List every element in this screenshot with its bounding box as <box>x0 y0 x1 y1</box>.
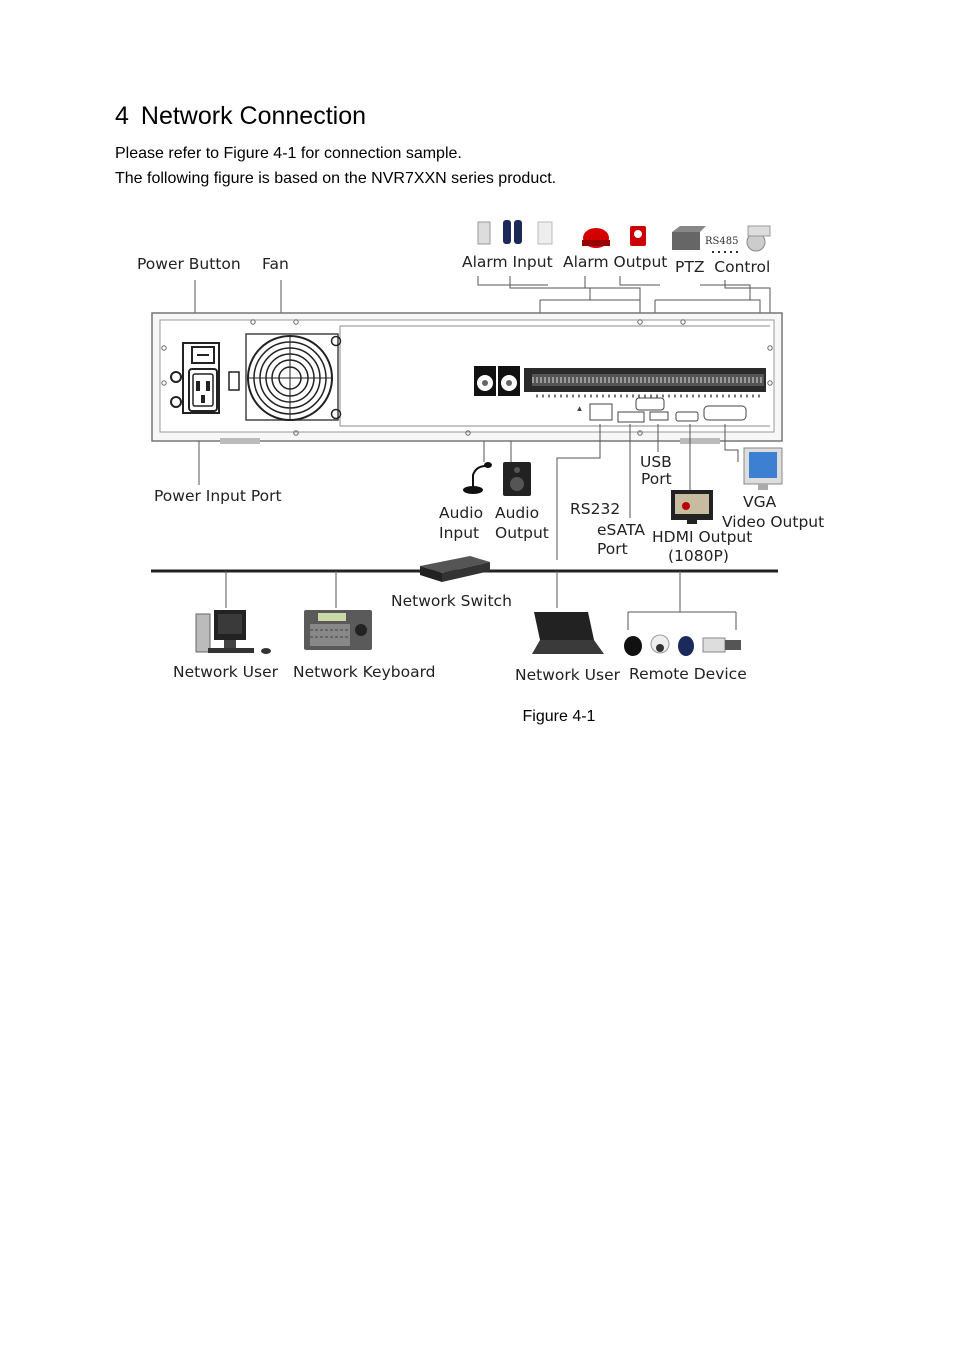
fan-label: Fan <box>262 255 289 273</box>
power-input-socket-icon <box>170 368 240 412</box>
hdmi-monitor-icon <box>671 490 713 524</box>
power-input-port-label: Power Input Port <box>154 487 282 505</box>
audio-input-label-line1: Audio <box>439 504 483 522</box>
hdmi-label-line2: (1080P) <box>668 547 729 565</box>
speaker-icon <box>503 462 531 496</box>
alarm-input-sensors-icon <box>477 220 553 245</box>
esata-label-line2: Port <box>597 540 628 558</box>
connection-diagram: ▲ RS485 Power Button Fan Alarm Input Ala… <box>137 220 824 684</box>
section-number: 4 <box>115 102 129 130</box>
vga-label-line1: VGA <box>743 493 777 511</box>
rs485-label: RS485 <box>705 236 738 247</box>
alarm-output-label: Alarm Output <box>563 253 667 271</box>
power-button-label: Power Button <box>137 255 241 273</box>
network-switch-label: Network Switch <box>391 592 512 610</box>
microphone-icon <box>463 462 492 494</box>
svg-text:▲: ▲ <box>578 406 582 411</box>
usb-label-line2: Port <box>641 470 672 488</box>
network-user-left-label: Network User <box>173 663 279 681</box>
remote-device-cameras-icon <box>624 634 741 656</box>
section-title: Network Connection <box>140 102 367 130</box>
section-heading: 4 Network Connection <box>115 102 366 131</box>
figure-caption: Figure 4-1 <box>522 708 596 725</box>
intro-paragraph: Please refer to Figure 4-1 for connectio… <box>115 145 462 162</box>
esata-label-line1: eSATA <box>597 521 645 539</box>
remote-device-label: Remote Device <box>629 665 747 683</box>
ptz-control-label: PTZ Control <box>675 258 770 276</box>
alarm-output-devices-icon <box>582 226 646 248</box>
vga-label-line2: Video Output <box>722 513 824 531</box>
audio-output-label-line2: Output <box>495 524 549 542</box>
rear-connectors-icon: ▲ <box>578 397 747 423</box>
network-user-laptop-icon <box>532 612 604 654</box>
audio-output-label-line1: Audio <box>495 504 539 522</box>
audio-input-label-line2: Input <box>439 524 479 542</box>
top-connector-lines <box>194 276 771 313</box>
network-keyboard-icon <box>304 610 372 650</box>
audio-ports-icon <box>474 366 520 396</box>
network-user-right-label: Network User <box>515 666 621 684</box>
rs232-label: RS232 <box>570 500 620 518</box>
vga-monitor-icon <box>743 447 783 490</box>
network-switch-icon <box>420 556 490 582</box>
alarm-input-label: Alarm Input <box>462 253 553 271</box>
ptz-devices-icon: RS485 <box>672 225 771 253</box>
network-user-pc-icon <box>195 610 271 654</box>
usb-label-line1: USB <box>640 453 672 471</box>
fan-icon <box>245 333 342 421</box>
alarm-terminal-block-icon <box>524 368 766 398</box>
network-keyboard-label: Network Keyboard <box>293 663 436 681</box>
figure-note-paragraph: The following figure is based on the NVR… <box>115 170 557 187</box>
hdmi-label-line1: HDMI Output <box>652 528 752 546</box>
